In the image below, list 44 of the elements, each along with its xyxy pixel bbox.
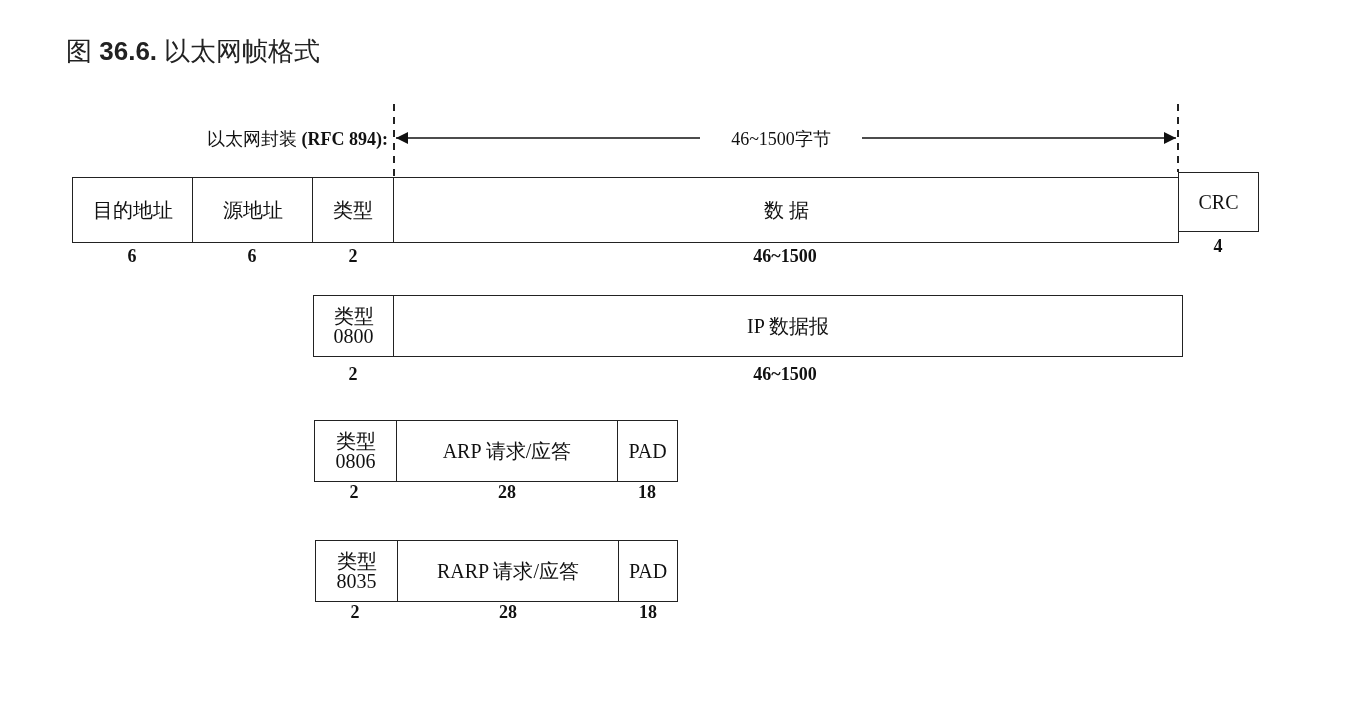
field-box (72, 177, 193, 243)
field-name: ARP 请求/应答 (442, 441, 572, 461)
figure-title: 图 36.6. 以太网帧格式 (66, 35, 321, 68)
field-size: 2 (350, 602, 360, 623)
field-size: 6 (127, 246, 137, 267)
field-name: IP 数据报 (746, 316, 829, 336)
field-box (617, 420, 678, 482)
field-size: 18 (638, 482, 656, 503)
field-name: 类型 (336, 551, 377, 571)
field-size: 28 (499, 602, 517, 623)
field-size: 6 (247, 246, 257, 267)
field-name: 0800 (333, 326, 374, 346)
field-size: 4 (1213, 236, 1223, 257)
field-name: 8035 (336, 571, 377, 591)
field-box (314, 420, 397, 482)
field-name: 源地址 (222, 200, 283, 220)
field-size: 46~1500 (753, 364, 817, 385)
field-size: 2 (348, 364, 358, 385)
field-box (312, 177, 394, 243)
field-name: 0806 (335, 451, 376, 471)
field-size: 46~1500 (753, 246, 817, 267)
field-name: PAD (628, 561, 668, 581)
field-box (192, 177, 313, 243)
field-box (393, 295, 1183, 357)
field-box (618, 540, 678, 602)
field-name: PAD (628, 441, 667, 461)
field-box (1178, 172, 1259, 232)
field-size: 18 (639, 602, 657, 623)
field-box (393, 177, 1179, 243)
field-name: 数 据 (763, 200, 809, 220)
field-name: 类型 (333, 200, 373, 220)
field-name: CRC (1198, 192, 1239, 212)
field-box (397, 540, 619, 602)
field-box (313, 295, 394, 357)
field-name: 类型 (333, 306, 374, 326)
field-size: 2 (349, 482, 359, 503)
field-name: 目的地址 (92, 200, 173, 220)
field-name: 类型 (335, 431, 376, 451)
field-size: 28 (498, 482, 516, 503)
field-size: 2 (348, 246, 358, 267)
field-name: RARP 请求/应答 (436, 561, 580, 581)
field-box (396, 420, 618, 482)
field-box (315, 540, 398, 602)
section-label: 以太网封装 (RFC 894): (207, 128, 388, 151)
